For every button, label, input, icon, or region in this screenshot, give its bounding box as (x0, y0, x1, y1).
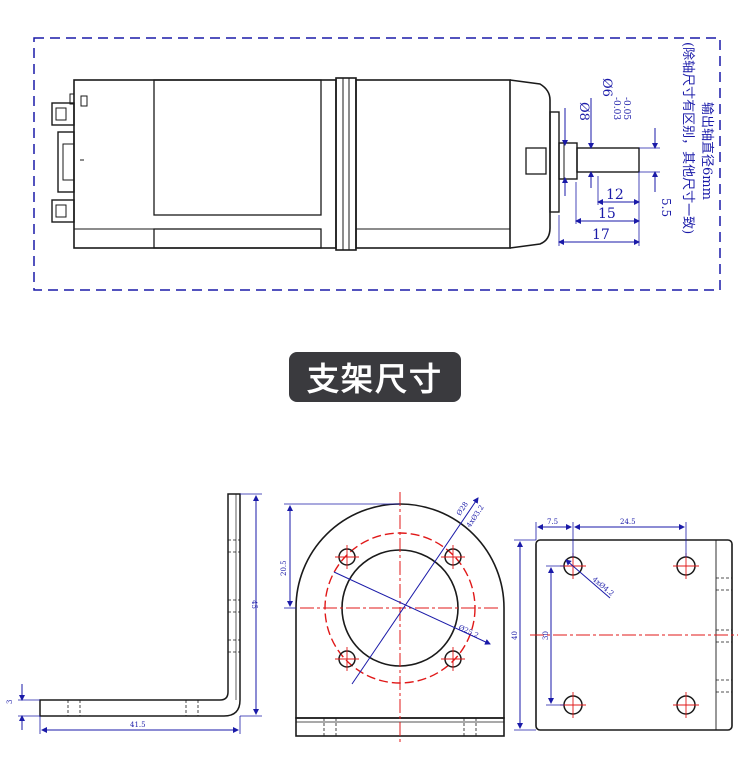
dim-3: 3 (6, 700, 14, 704)
motor-dashed-frame (33, 37, 721, 291)
dim-base-holes: 4xØ4.2 (591, 575, 616, 597)
dim-30: 30 (542, 631, 550, 640)
gearbox-body (355, 79, 511, 249)
shaft-diameter-note: 输出轴直径6mm (699, 102, 715, 200)
dim-24-5: 24.5 (620, 518, 636, 526)
motor-terminal-top (51, 102, 75, 126)
dim-20-5: 20.5 (280, 560, 288, 576)
motor-rear-brush-cap (57, 131, 75, 193)
bracket-base-view: 7.5 24.5 40 30 4xØ4.2 (511, 518, 738, 731)
dim-phi28: Ø28 (455, 500, 470, 517)
dim-40: 40 (511, 631, 519, 640)
dim-phi6: Ø6 (599, 78, 614, 97)
bracket-dimensions-title: 支架尺寸 (289, 352, 461, 402)
bracket-front-view: 20.5 Ø28 4xØ3.2 Ø25.2 (280, 492, 505, 742)
motor-terminal-bottom (51, 199, 75, 223)
dim-17: 17 (592, 227, 610, 243)
gearbox-front-plate (549, 111, 560, 213)
motor-view: Ø8 Ø6 -0.03 -0.05 5.5 12 15 17 输出轴直径6mm … (33, 37, 721, 291)
dim-41-5: 41.5 (130, 721, 146, 729)
motor-gearbox-ring (335, 77, 357, 251)
motor-body (73, 79, 337, 249)
output-shaft-collar (558, 142, 578, 180)
motor-label-panel (153, 79, 322, 216)
dim-7-5: 7.5 (547, 518, 558, 526)
dim-phi6-tol-lower: -0.05 (621, 97, 631, 120)
bracket-side-profile (39, 493, 241, 717)
dim-15: 15 (598, 206, 616, 222)
dim-5-5: 5.5 (659, 198, 673, 217)
dim-phi8: Ø8 (576, 102, 591, 121)
base-mount-holes (560, 553, 699, 718)
dim-phi6-tol-upper: -0.03 (611, 97, 621, 120)
front-mount-holes (335, 545, 465, 671)
dim-45: 45 (250, 600, 258, 609)
output-shaft (576, 147, 640, 173)
bracket-side-view: 45 41.5 3 (6, 493, 262, 734)
dim-12: 12 (606, 187, 624, 203)
bracket-front-outline (295, 503, 505, 719)
dimension-consistency-note: (除轴尺寸有区别，其他尺寸一致) (680, 42, 695, 234)
